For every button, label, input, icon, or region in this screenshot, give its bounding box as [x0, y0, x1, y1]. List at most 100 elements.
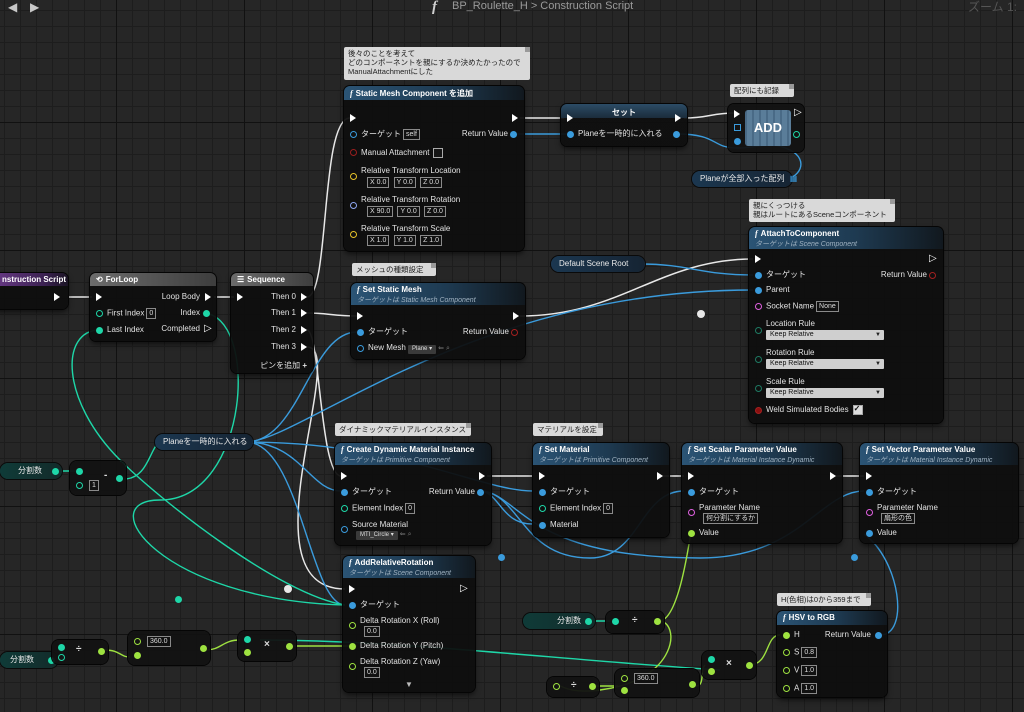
multiply-node-left[interactable]: × — [238, 631, 296, 661]
exec-out-pin[interactable] — [513, 312, 519, 320]
index-out-pin[interactable] — [793, 131, 800, 138]
output-pin[interactable] — [98, 648, 105, 655]
output-pin[interactable] — [589, 683, 596, 690]
then-3-pin[interactable] — [301, 343, 307, 351]
rotation-rule-dropdown[interactable]: Keep Relative — [766, 359, 884, 369]
input-a-pin[interactable] — [76, 468, 83, 475]
socket-name-input[interactable]: None — [816, 301, 839, 312]
scale-pin[interactable] — [350, 231, 357, 238]
completed-pin[interactable]: ▷ — [204, 323, 212, 334]
input-b-pin[interactable] — [134, 652, 141, 659]
exec-out-pin[interactable] — [512, 114, 518, 122]
add-pin-button[interactable]: ピンを追加 + — [260, 361, 307, 371]
breadcrumb-graph[interactable]: Construction Script — [540, 0, 634, 12]
h-pin[interactable] — [783, 632, 790, 639]
comment-set-static-mesh[interactable]: メッシュの種類設定 — [352, 263, 436, 276]
browse-icon[interactable]: ⌕ — [407, 531, 412, 538]
array-add-node[interactable]: ADD ▷ — [728, 104, 804, 152]
input-a-value[interactable]: 360.0 — [634, 673, 658, 684]
then-1-pin[interactable] — [301, 309, 307, 317]
value-pin[interactable] — [866, 530, 873, 537]
location-rule-dropdown[interactable]: Keep Relative — [766, 330, 884, 340]
return-value-pin[interactable] — [511, 329, 518, 336]
source-material-dropdown[interactable]: MTI_Circle ▾ — [356, 531, 398, 540]
exec-out-pin[interactable] — [54, 293, 60, 301]
input-b-pin[interactable] — [76, 482, 83, 489]
s-input[interactable]: 0.8 — [801, 647, 818, 658]
scale-x-input[interactable]: X 1.0 — [367, 235, 390, 246]
yaw-input[interactable]: 0.0 — [364, 667, 380, 678]
exec-in-pin[interactable] — [357, 312, 363, 320]
material-pin[interactable] — [539, 522, 546, 529]
s-pin[interactable] — [783, 649, 790, 656]
output-pin[interactable] — [746, 662, 753, 669]
input-a-pin[interactable] — [621, 675, 628, 682]
output-pin[interactable] — [654, 618, 661, 625]
weld-checkbox[interactable] — [852, 404, 863, 415]
exec-out-pin[interactable] — [657, 472, 663, 480]
parent-pin[interactable] — [755, 287, 762, 294]
reroute-object-dot[interactable] — [851, 554, 858, 561]
exec-in-pin[interactable] — [96, 293, 102, 301]
index-pin[interactable] — [203, 310, 210, 317]
then-2-pin[interactable] — [301, 326, 307, 334]
element-index-pin[interactable] — [341, 505, 348, 512]
input-a-pin[interactable] — [58, 644, 65, 651]
exec-in-pin[interactable] — [567, 114, 573, 122]
rotation-x-input[interactable]: X 90.0 — [367, 206, 394, 217]
comment-hsv[interactable]: H(色相)は0から359まで — [777, 593, 871, 606]
input-b-pin[interactable] — [244, 649, 251, 656]
division-count-variable-mid[interactable]: 分割数 — [523, 613, 595, 629]
return-value-pin[interactable] — [477, 489, 484, 496]
input-a-pin[interactable] — [612, 618, 619, 625]
input-b-pin[interactable] — [58, 654, 65, 661]
divide-node-left[interactable]: ÷ — [52, 640, 108, 664]
arrow-right-icon[interactable]: ▶ — [30, 0, 40, 14]
target-pin[interactable] — [866, 489, 873, 496]
location-pin[interactable] — [350, 173, 357, 180]
scale-y-input[interactable]: Y 1.0 — [393, 235, 416, 246]
location-x-input[interactable]: X 0.0 — [367, 177, 390, 188]
target-pin[interactable] — [357, 329, 364, 336]
roll-pin[interactable] — [349, 622, 356, 629]
element-index-input[interactable]: 0 — [603, 503, 614, 514]
a-input[interactable]: 1.0 — [801, 683, 818, 694]
roll-input[interactable]: 0.0 — [364, 626, 380, 637]
reroute-exec-dot[interactable] — [284, 585, 292, 593]
float-divide-node-left[interactable]: 360.0 — [128, 631, 210, 665]
plane-temp-variable[interactable]: Planeを一時的に入れる — [155, 434, 253, 450]
output-pin[interactable] — [286, 643, 293, 650]
loop-body-pin[interactable] — [205, 293, 211, 301]
parameter-name-pin[interactable] — [688, 509, 695, 516]
parameter-name-input[interactable]: 何分割にするか — [703, 513, 759, 524]
scale-z-input[interactable]: Z 1.0 — [420, 235, 443, 246]
comment-static-mesh[interactable]: 後々のことを考えて どのコンポーネントを親にするか決めたかったので Manual… — [344, 47, 530, 80]
exec-out-pin[interactable] — [479, 472, 485, 480]
reroute-exec-dot[interactable] — [697, 310, 705, 318]
exec-out-pin[interactable]: ▷ — [460, 583, 468, 594]
exec-in-pin[interactable] — [866, 472, 872, 480]
input-b-pin[interactable] — [708, 668, 715, 675]
output-pin[interactable] — [116, 475, 123, 482]
rotation-z-input[interactable]: Z 0.0 — [423, 206, 446, 217]
exec-in-pin[interactable] — [539, 472, 545, 480]
plane-output-pin[interactable] — [673, 131, 680, 138]
float-divide-node-low[interactable]: 360.0 — [615, 669, 699, 697]
variable-out-pin[interactable] — [48, 657, 55, 664]
return-value-pin[interactable] — [875, 632, 882, 639]
exec-in-pin[interactable] — [688, 472, 694, 480]
target-input[interactable]: self — [403, 129, 420, 140]
location-rule-pin[interactable] — [755, 327, 762, 334]
return-value-pin[interactable] — [510, 131, 517, 138]
input-a-pin[interactable] — [708, 656, 715, 663]
parameter-name-pin[interactable] — [866, 509, 873, 516]
element-index-input[interactable]: 0 — [405, 503, 416, 514]
rotation-y-input[interactable]: Y 0.0 — [397, 206, 420, 217]
comment-dynamic-material[interactable]: ダイナミックマテリアルインスタンス — [335, 423, 471, 436]
